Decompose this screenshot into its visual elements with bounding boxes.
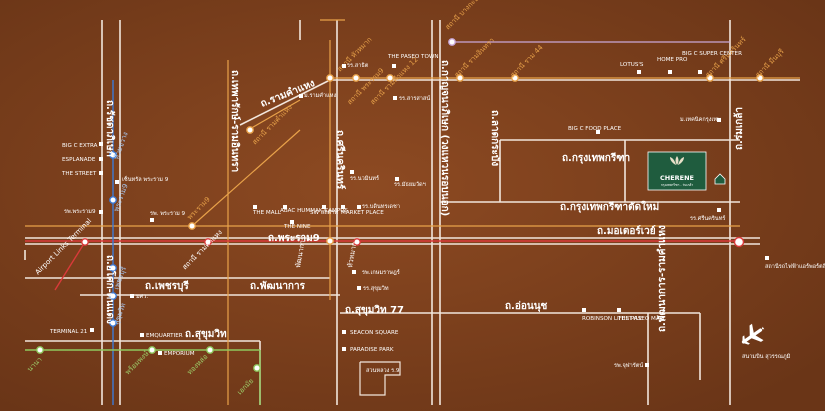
poi-mrt-hosp: มศว.: [136, 293, 148, 300]
project-logo-icon: [670, 156, 684, 165]
purple-station-dots: [448, 38, 456, 46]
poi-sw: SW สถิติฯพ: [310, 209, 338, 216]
poi-big-c-extra: BIG C EXTRA: [62, 143, 98, 149]
project-marker[interactable]: CHERENE กรุงเทพกรีฑา - ร่มเกล้า: [647, 151, 726, 191]
poi-paradise-park: PARADISE PARK: [350, 347, 394, 353]
poi-the-street: THE STREET: [61, 171, 97, 177]
poi-market-place: MARKET PLACE: [341, 210, 384, 216]
label-rama9: ถ.พระราม9: [268, 233, 320, 244]
label-sukhumvit: ถ.สุขุมวิท: [185, 328, 227, 340]
poi-markers: [90, 64, 769, 367]
poi-rr-bodindecha: รร.บดินทรเดชา: [362, 203, 400, 210]
label-phetchaburi: ถ.เพชรบุรี: [145, 280, 189, 292]
label-phatthanakan: ถ.พัฒนาการ: [250, 280, 306, 292]
label-phatthanakan-ramkhamhaeng: ถ.พัฒนาการ-รามคำแหง: [656, 225, 668, 332]
bts-green-line: [25, 349, 261, 405]
poi-chularat: รพ.จุฬารัตน์: [614, 361, 643, 369]
label-on-nut: ถ.อ่อนนุช: [505, 300, 548, 312]
project-sub: กรุงเทพกรีฑา - ร่มเกล้า: [661, 183, 694, 188]
poi-terminal21: TERMINAL 21: [49, 329, 88, 335]
poi-rr-mathayom: รร.มัธยมวัดฯ: [394, 181, 426, 188]
poi-technic-bkk: ม.เทคนิคกรุงเทพ: [680, 116, 721, 123]
arl-station-dots: [81, 236, 745, 248]
poi-the-nine: THE NINE: [283, 224, 311, 230]
poi-paseo-town: THE PASEO TOWN: [387, 54, 439, 60]
poi-rr-srinakarin: รร.ศรีนครินทร์: [690, 214, 725, 222]
label-motorway: ถ.มอเตอร์เวย์: [597, 225, 656, 237]
project-name: CHERENE: [660, 174, 694, 182]
poi-emquartier: EMQUARTIER: [146, 333, 183, 339]
poi-home-pro: HOME PRO: [657, 57, 688, 63]
label-lat-krabang: ถ.ลาดกระบัง: [489, 110, 501, 166]
poi-kasemrat: รพ.เกษมราษฎร์: [362, 268, 400, 276]
poi-paseo-mall: THE PASEO MALL: [617, 316, 667, 322]
label-srinakarin: ถ.ศรีนครินทร์: [334, 130, 346, 190]
poi-seacon-square: SEACON SQUARE: [350, 330, 399, 336]
label-ratchadaphisek: ถ.รัชดาภิเษก: [104, 100, 116, 157]
airplane-icon: [741, 323, 765, 345]
poi-lotus: LOTUS'S: [620, 62, 644, 68]
poi-the-mall: THE MALL: [252, 210, 282, 216]
poi-rama9-hospital: รพ. พระราม 9: [150, 211, 186, 217]
poi-central-rama9: เซ็นทรัล พระราม 9: [122, 175, 169, 183]
poi-airport: สนามบิน สุวรรณภูมิ: [742, 353, 791, 360]
poi-rr-nawamin: รร.นวมินทร์: [350, 174, 379, 182]
bts-station-dots: [188, 74, 764, 245]
poi-esplanade: ESPLANADE: [62, 157, 96, 163]
poi-abac: ABAC HUMMAK CAMPUS: [280, 208, 348, 214]
road-ramkhamhaeng: [239, 79, 331, 126]
poi-big-c-food-place: BIG C FOOD PLACE: [568, 126, 622, 132]
label-romklao: ถ.ร่มเกล้า: [733, 107, 745, 150]
poi-rr-satit: รร.สาธิต: [347, 62, 369, 69]
label-kanchanaphisek: ถ.กาญจนาภิเษก (วงแหวนรอบนอก): [439, 60, 451, 216]
label-krungthep-kreetha: ถ.กรุงเทพกรีฑา: [562, 152, 630, 164]
poi-ramkhamhaeng-univ: ม.รามคำแหง: [304, 92, 336, 99]
poi-suan-luang: สวนหลวง ร.9: [366, 367, 400, 374]
project-home-icon: [714, 173, 726, 185]
orange-line: [25, 19, 800, 405]
label-krungthep-kreetha-new: ถ.กรุงเทพกรีฑาตัดใหม่: [560, 200, 659, 213]
poi-robinson: ROBINSON LIFESTYLE: [582, 316, 643, 322]
poi-arl-lat-krabang: สถานีรถไฟฟ้าแอร์พอร์ตลิงก์ สถานีลาดกระบั…: [765, 262, 825, 270]
mrt-station-dots: [109, 151, 117, 327]
poi-big-c-super-center: BIG C SUPER CENTER: [682, 51, 742, 57]
poi-rr-sukhumvit: รร.สุขุมวิท: [363, 285, 389, 292]
poi-rr-sarasas: รร.สารสาสน์: [399, 94, 430, 102]
label-sukhumvit77: ถ.สุขุมวิท 77: [345, 304, 404, 316]
poi-emporium: EMPORIUM: [164, 351, 195, 357]
airport-rail-link: [25, 240, 740, 291]
label-thetsaban: ถ.เทพารักษ์-รามอินทรา: [229, 70, 241, 172]
green-station-dots: [36, 346, 261, 372]
poi-rama9-hospital-left: รพ.พระราม9: [64, 209, 96, 215]
label-asok-din-daeng: ถ.อโศก-ดินแดง: [104, 255, 117, 324]
